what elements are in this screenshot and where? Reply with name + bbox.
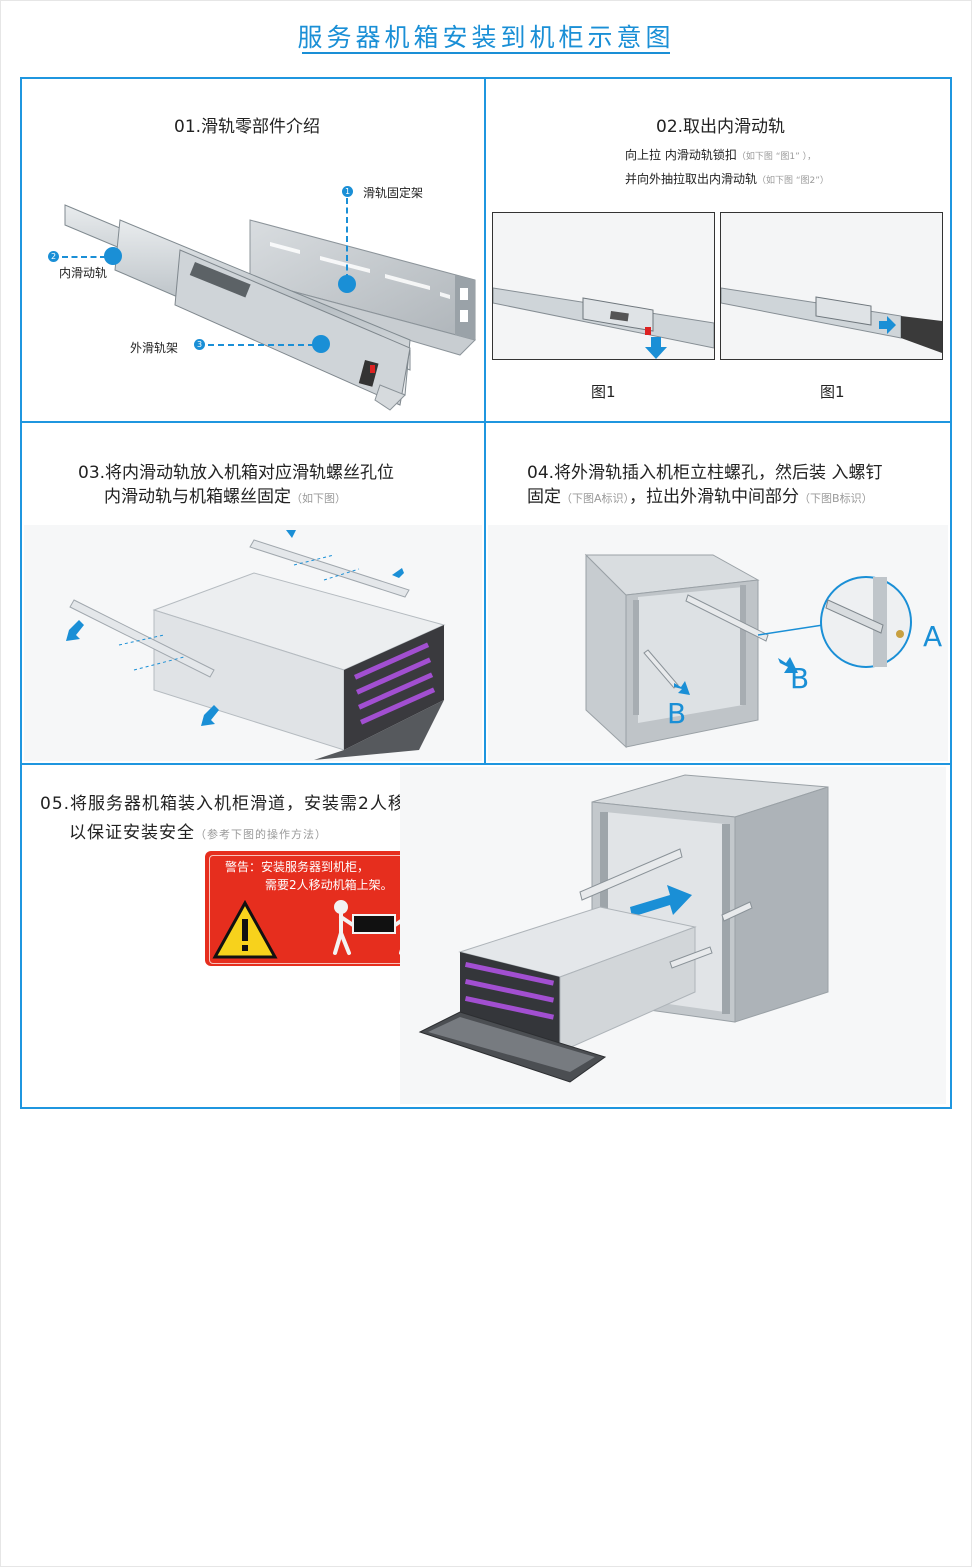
warning-line2: 需要2人移动机箱上架。 [265, 878, 393, 892]
part2-marker [104, 247, 122, 265]
step2-title: 02.取出内滑动轨 [656, 117, 786, 137]
page-title: 服务器机箱安装到机柜示意图 [297, 23, 675, 52]
step4-title-line1: 04.将外滑轨插入机柜立柱螺孔，然后装 入螺钉 [527, 463, 883, 483]
step2-caption-2: 图1 [820, 383, 845, 401]
part3-leader [208, 344, 314, 346]
step2-line2: 并向外抽拉取出内滑动轨（如下图 “图2”） [625, 170, 829, 187]
part1-label: 滑轨固定架 [363, 186, 424, 200]
warning-line1: 警告：安装服务器到机柜， [225, 860, 370, 874]
step5-title-line2: 以保证安装安全（参考下图的操作方法） [69, 818, 327, 843]
step4-mark-b-right: B [790, 662, 810, 695]
part2-label: 内滑动轨 [59, 266, 108, 280]
warning-label: 警告：安装服务器到机柜， 需要2人移动机箱上架。 [205, 851, 430, 966]
step3-title-line2: 内滑动轨与机箱螺丝固定（如下图） [104, 482, 346, 507]
part1-leader [346, 198, 348, 280]
step4-mark-a: A [923, 620, 943, 653]
step5-title-note: （参考下图的操作方法） [195, 828, 327, 841]
step2-photo-1 [492, 212, 715, 360]
step3-title-line1: 03.将内滑动轨放入机箱对应滑轨螺丝孔位 [78, 463, 395, 483]
step2-photo-2 [720, 212, 943, 360]
title-underline [302, 52, 670, 54]
step1-title: 01.滑轨零部件介绍 [174, 117, 321, 137]
step2-line1: 向上拉 内滑动轨锁扣（如下图 “图1” ）， [625, 146, 816, 163]
step5-title-line1: 05.将服务器机箱装入机柜滑道，安装需2人移动机箱 [40, 794, 460, 814]
part3-badge: 3 [194, 339, 205, 350]
part2-leader [62, 256, 106, 258]
cabinet-rail-illustration [488, 525, 948, 761]
step2-line2-text: 并向外抽拉取出内滑动轨 [625, 172, 758, 186]
step2-line1-text: 向上拉 内滑动轨锁扣 [625, 148, 737, 162]
part1-marker [338, 275, 356, 293]
step4-mark-b-left: B [667, 697, 687, 730]
step2-caption-1: 图1 [591, 383, 616, 401]
grid-divider-row1 [22, 421, 950, 423]
part3-marker [312, 335, 330, 353]
step4-note-a: （下图A标识） [561, 492, 630, 505]
step2-line1-note: （如下图 “图1” ）， [736, 152, 817, 162]
slide-rail-illustration [64, 204, 476, 411]
step3-title-line2-text: 内滑动轨与机箱螺丝固定 [104, 487, 291, 507]
step2-line2-note: （如下图 “图2”） [757, 176, 829, 186]
chassis-rail-illustration [24, 525, 482, 761]
step3-title-note: （如下图） [291, 492, 346, 505]
warning-pictogram [212, 899, 417, 959]
grid-divider-row2 [22, 763, 950, 765]
step4-title-line2b: ，拉出外滑轨中间部分 [629, 487, 800, 507]
step4-title-line2: 固定（下图A标识），拉出外滑轨中间部分（下图B标识） [527, 482, 873, 507]
part2-badge: 2 [48, 251, 59, 262]
server-install-illustration [400, 767, 946, 1104]
step4-title-line2a: 固定 [527, 487, 561, 507]
step4-note-b: （下图B标识） [799, 492, 873, 505]
part3-label: 外滑轨架 [130, 341, 179, 355]
part1-badge: 1 [342, 186, 353, 197]
step5-title-line2-text: 以保证安装安全 [69, 823, 195, 843]
content-frame [20, 77, 952, 1109]
